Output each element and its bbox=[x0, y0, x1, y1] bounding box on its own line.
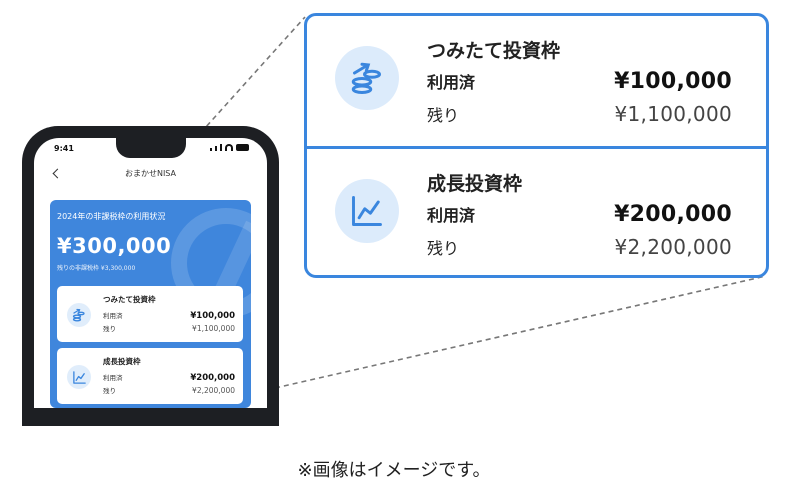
used-value: ¥200,000 bbox=[614, 202, 732, 227]
zoom-tsumitate-frame: つみたて投資枠 利用済 ¥100,000 残り ¥1,100,000 bbox=[307, 16, 766, 143]
used-value: ¥200,000 bbox=[190, 373, 235, 383]
used-label: 利用済 bbox=[427, 206, 476, 225]
remaining-value: ¥2,200,000 bbox=[192, 386, 235, 395]
image-disclaimer-caption: ※画像はイメージです。 bbox=[297, 460, 491, 481]
remaining-value: ¥1,100,000 bbox=[192, 324, 235, 333]
phone-notch bbox=[116, 138, 186, 158]
coin-stack-growth-icon bbox=[335, 46, 399, 110]
used-row: 利用済 ¥100,000 bbox=[103, 310, 235, 321]
used-row: 利用済 ¥100,000 bbox=[427, 69, 732, 94]
used-value: ¥100,000 bbox=[614, 69, 732, 94]
used-label: 利用済 bbox=[103, 374, 123, 382]
phone-screen: 9:41 おまかせNISA 2024年の非課税枠の利用状況 ¥300,000 残… bbox=[34, 138, 267, 408]
remaining-value: ¥1,100,000 bbox=[614, 102, 732, 126]
growth-frame-card[interactable]: 成長投資枠 利用済 ¥200,000 残り ¥2,200,000 bbox=[57, 348, 243, 404]
nav-title: おまかせNISA bbox=[124, 169, 177, 178]
zoom-panel: つみたて投資枠 利用済 ¥100,000 残り ¥1,100,000 成長投資枠… bbox=[304, 13, 769, 278]
coin-stack-growth-icon bbox=[67, 303, 91, 327]
frame-name: つみたて投資枠 bbox=[427, 40, 561, 62]
wifi-icon bbox=[225, 144, 233, 151]
used-row: 利用済 ¥200,000 bbox=[103, 372, 235, 383]
usage-summary-card: 2024年の非課税枠の利用状況 ¥300,000 残りの非課税枠 ¥3,300,… bbox=[50, 200, 251, 408]
frame-name: 成長投資枠 bbox=[103, 357, 141, 366]
remaining-allowance: 残りの非課税枠 ¥3,300,000 bbox=[57, 265, 136, 272]
remaining-label: 残り bbox=[427, 106, 460, 125]
battery-icon bbox=[236, 144, 249, 151]
frame-name: 成長投資枠 bbox=[427, 173, 523, 195]
remaining-value: ¥2,200,000 bbox=[614, 235, 732, 259]
remaining-row: 残り ¥1,100,000 bbox=[103, 323, 235, 333]
tsumitate-frame-card[interactable]: つみたて投資枠 利用済 ¥100,000 残り ¥1,100,000 bbox=[57, 286, 243, 342]
remaining-row: 残り ¥2,200,000 bbox=[103, 385, 235, 395]
used-value: ¥100,000 bbox=[190, 311, 235, 321]
frame-name: つみたて投資枠 bbox=[103, 295, 156, 304]
line-chart-icon bbox=[67, 365, 91, 389]
remaining-label: 残り bbox=[103, 387, 116, 395]
zoom-divider bbox=[307, 146, 766, 149]
total-used-amount: ¥300,000 bbox=[57, 234, 172, 258]
remaining-row: 残り ¥1,100,000 bbox=[427, 102, 732, 126]
phone-mockup: 9:41 おまかせNISA 2024年の非課税枠の利用状況 ¥300,000 残… bbox=[22, 126, 279, 426]
remaining-label: 残り bbox=[103, 325, 116, 333]
used-label: 利用済 bbox=[427, 73, 476, 92]
remaining-row: 残り ¥2,200,000 bbox=[427, 235, 732, 259]
status-icons bbox=[210, 144, 249, 151]
remaining-label: 残り bbox=[427, 239, 460, 258]
signal-bar bbox=[215, 146, 217, 151]
status-time: 9:41 bbox=[54, 144, 74, 153]
signal-bar bbox=[220, 144, 222, 151]
summary-title: 2024年の非課税枠の利用状況 bbox=[57, 212, 166, 221]
signal-icon bbox=[210, 148, 212, 151]
used-label: 利用済 bbox=[103, 312, 123, 320]
zoom-growth-frame: 成長投資枠 利用済 ¥200,000 残り ¥2,200,000 bbox=[307, 149, 766, 275]
line-chart-icon bbox=[335, 179, 399, 243]
used-row: 利用済 ¥200,000 bbox=[427, 202, 732, 227]
